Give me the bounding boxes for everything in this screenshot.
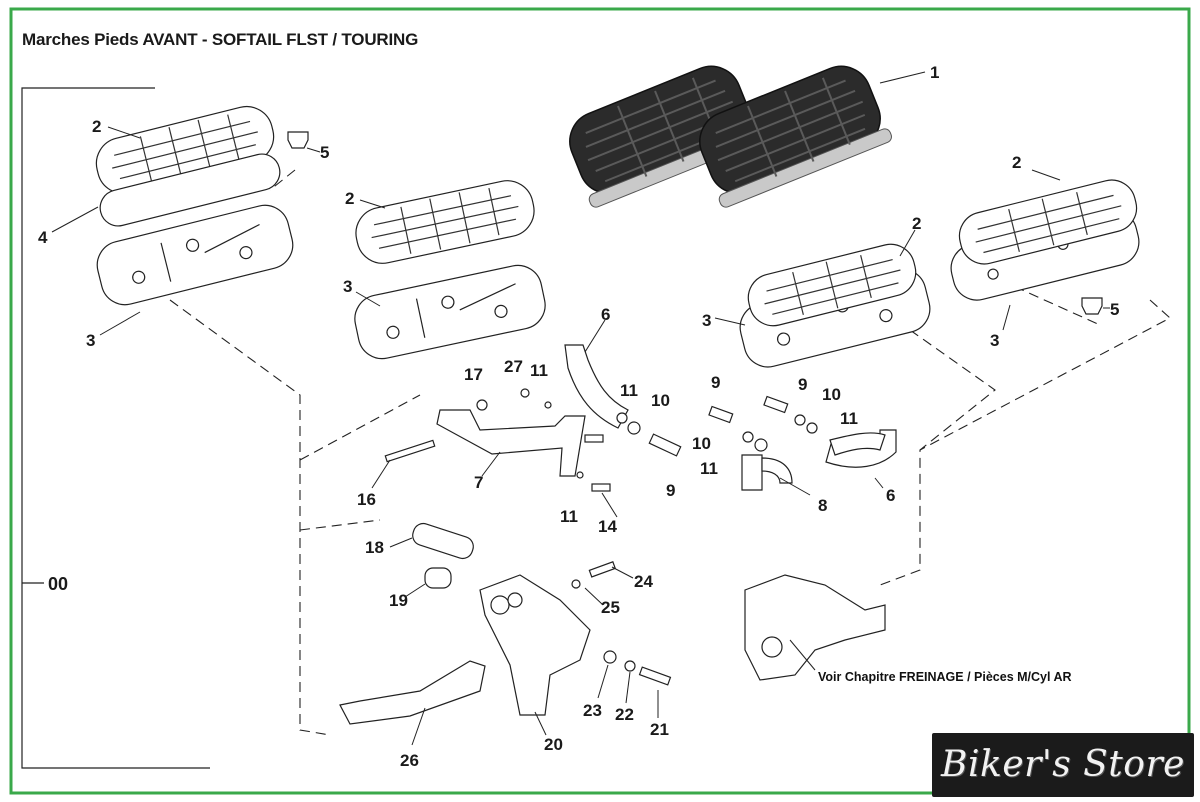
part-label: 27 [504,357,523,376]
part-label: 11 [530,361,548,380]
part-label: 2 [1012,153,1021,172]
part-label: 7 [474,473,483,492]
part-label: 21 [650,720,669,739]
part-label: 9 [666,481,675,500]
brake-reference-note: Voir Chapitre FREINAGE / Pièces M/Cyl AR [818,670,1072,684]
part-label: 26 [400,751,419,770]
floorboard-rubber-pair [569,65,892,208]
assembly-bracket [21,87,210,769]
part-label: 1 [930,63,939,82]
part-number-labels: 1 2 5 4 3 2 3 2 5 3 2 3 6 27 11 17 11 10… [38,63,1119,770]
part-label: 24 [634,572,653,591]
assembly-label: 00 [48,574,68,594]
part-label: 5 [1110,300,1119,319]
hardware-parts [287,131,1103,725]
part-label: 10 [651,391,670,410]
part-label: 10 [822,385,841,404]
part-label: 14 [598,517,617,536]
part-label: 16 [357,490,376,509]
part-label: 19 [389,591,408,610]
part-label: 3 [990,331,999,350]
logo-text: Biker's Store [941,744,1185,785]
diagram-title: Marches Pieds AVANT - SOFTAIL FLST / TOU… [22,30,419,49]
diagram-border [9,7,1191,795]
part-label: 2 [912,214,921,233]
part-label: 18 [365,538,384,557]
brand-logo: Biker's Store [932,733,1194,797]
part-label: 22 [615,705,634,724]
part-label: 3 [702,311,711,330]
part-label: 6 [886,486,895,505]
part-label: 2 [92,117,101,136]
part-label: 10 [692,434,711,453]
part-label: 11 [840,409,858,428]
part-label: 11 [560,507,578,526]
part-label: 9 [711,373,720,392]
part-label: 17 [464,365,483,384]
part-label: 3 [86,331,95,350]
part-label: 6 [601,305,610,324]
part-label: 11 [620,381,638,400]
part-label: 5 [320,143,329,162]
dashed-leaders [169,169,1171,736]
part-label: 3 [343,277,352,296]
part-label: 4 [38,228,48,247]
pad-and-base-center [354,180,546,360]
part-label: 2 [345,189,354,208]
label-leaders [51,71,1110,746]
part-label: 9 [798,375,807,394]
part-label: 25 [601,598,620,617]
part-label: 11 [700,459,718,478]
part-label: 20 [544,735,563,754]
part-label: 23 [583,701,602,720]
pad-and-base-right-1 [739,243,931,368]
pad-and-base-right-2 [950,179,1140,301]
part-label: 8 [818,496,827,515]
pad-and-base-left [95,105,294,306]
